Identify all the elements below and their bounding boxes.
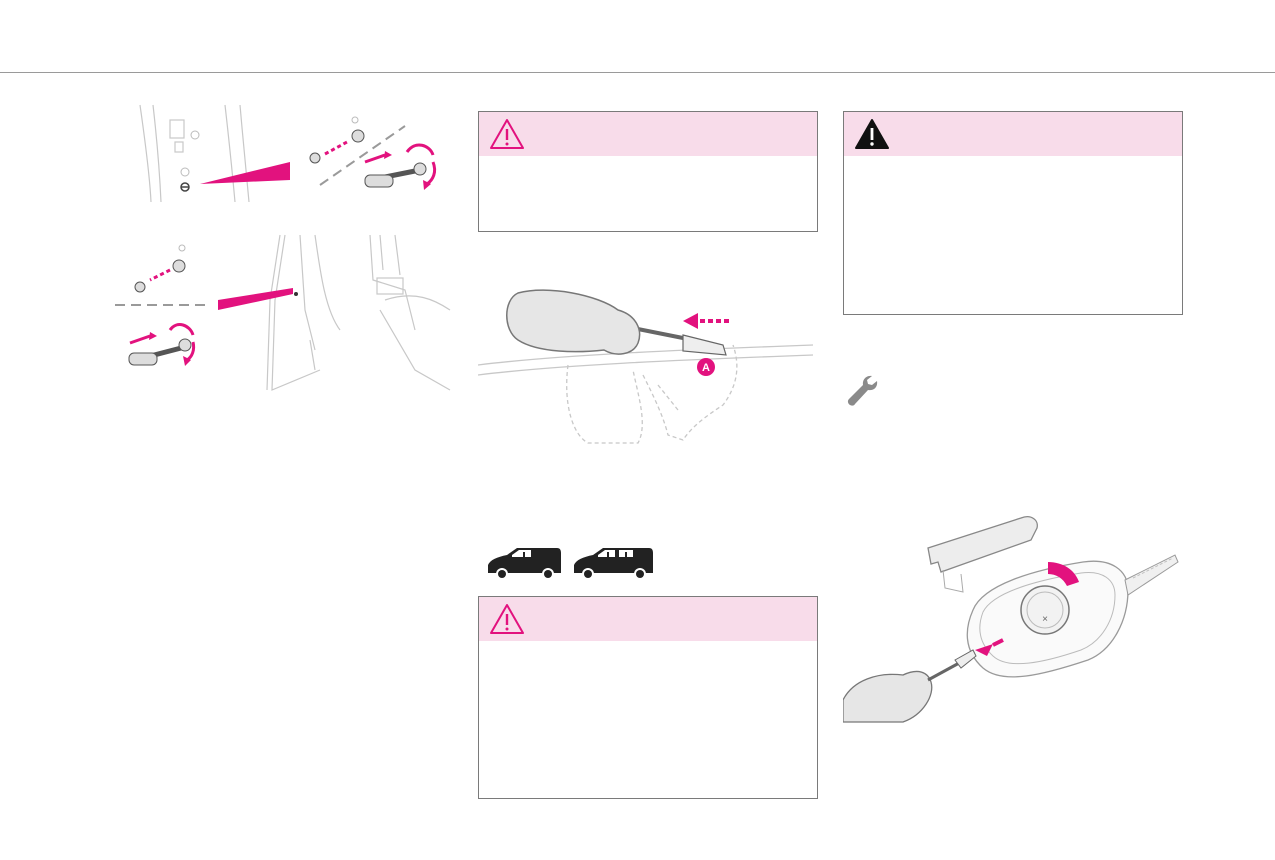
door-hinge-illustration-bottom — [115, 234, 451, 391]
key-battery-replacement-illustration: × — [843, 516, 1179, 723]
warning-panel-2-header — [844, 112, 1182, 156]
warning-panel-2 — [843, 111, 1183, 315]
top-rule — [0, 72, 1275, 73]
marker-a-label: A — [702, 362, 710, 374]
van-long-icon — [574, 548, 653, 580]
battery-marking: × — [1042, 614, 1048, 625]
van-short-icon — [488, 548, 561, 580]
warning-panel-1-header — [479, 112, 817, 156]
warning-triangle-outline-icon — [490, 119, 524, 149]
wrench-icon — [847, 375, 878, 406]
warning-panel-1 — [478, 111, 818, 232]
screwdriver-key-illustration: A — [478, 289, 814, 444]
warning-panel-3 — [478, 596, 818, 799]
warning-triangle-outline-icon — [490, 604, 524, 634]
warning-panel-3-header — [479, 597, 817, 641]
warning-triangle-filled-icon — [855, 119, 889, 149]
door-hinge-illustration-top — [139, 104, 437, 203]
